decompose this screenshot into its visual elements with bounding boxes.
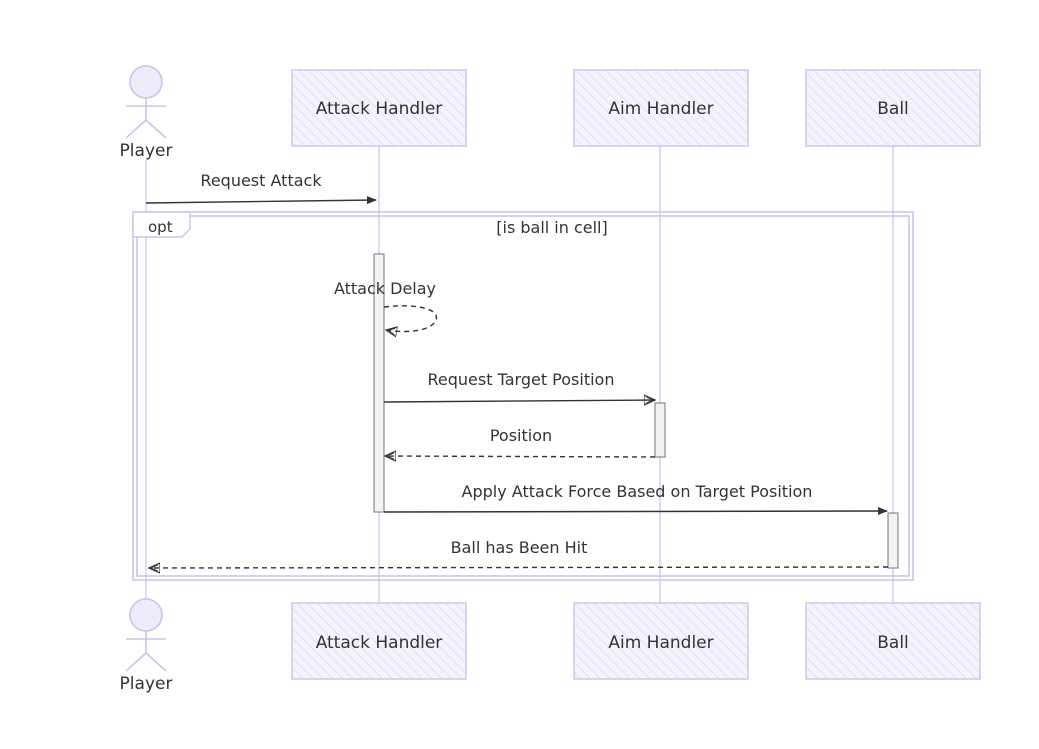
message-label: Request Target Position [428,370,615,389]
message-label: Attack Delay [334,279,436,298]
participant-attack-handler-top: Attack Handler [291,69,467,147]
actor-label: Player [120,141,173,161]
participant-ball-bottom: Ball [805,602,981,680]
activation-aim-handler [654,402,666,458]
participant-aim-handler-top: Aim Handler [573,69,749,147]
message-request-attack: Request Attack [145,171,377,205]
participant-label: Ball [877,99,909,119]
participant-ball-top: Ball [805,69,981,147]
frame-condition: [is ball in cell] [496,218,608,237]
opt-frame: opt [is ball in cell] [132,211,914,581]
participant-attack-handler-bottom: Attack Handler [291,602,467,680]
actor-player-bottom: Player [120,598,173,694]
participant-label: Attack Handler [316,633,443,653]
activation-ball [887,512,899,569]
activation-attack-handler [373,253,385,513]
message-apply-attack-force: Apply Attack Force Based on Target Posit… [383,482,888,516]
participant-aim-handler-bottom: Aim Handler [573,602,749,680]
stick-figure-icon [125,65,167,139]
message-request-target-position: Request Target Position [383,370,655,402]
participant-label: Ball [877,633,909,653]
message-ball-has-been-hit: Ball has Been Hit [149,538,889,568]
actor-label: Player [120,674,173,694]
participant-label: Aim Handler [608,633,713,653]
message-label: Request Attack [200,171,322,190]
participant-label: Attack Handler [316,99,443,119]
message-position: Position [385,426,656,457]
actor-player-top: Player [120,65,173,161]
message-attack-delay: Attack Delay [334,279,438,332]
stick-figure-icon [125,598,167,672]
message-label: Position [490,426,552,445]
frame-tag [132,211,191,238]
frame-keyword: opt [148,218,173,236]
participant-label: Aim Handler [608,99,713,119]
message-label: Apply Attack Force Based on Target Posit… [462,482,813,501]
message-label: Ball has Been Hit [451,538,588,557]
